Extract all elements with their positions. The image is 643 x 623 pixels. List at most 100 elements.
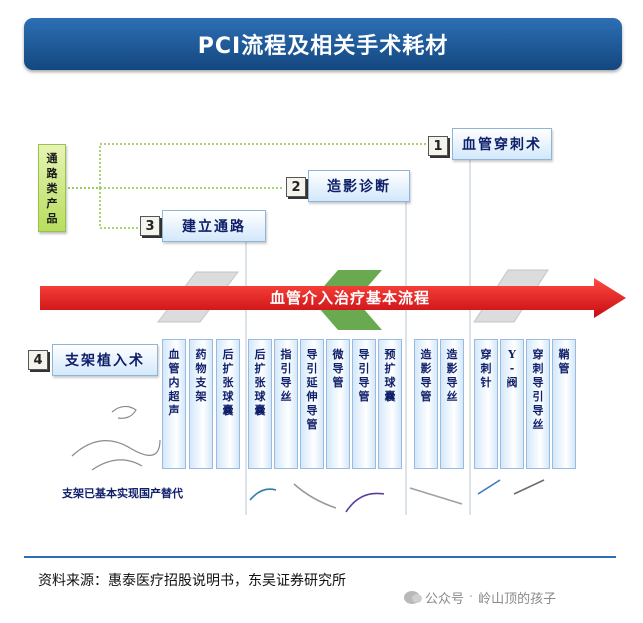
col-char: 导 [358, 348, 370, 361]
col-char: 针 [480, 376, 492, 389]
col-char: 微 [332, 348, 344, 361]
col-char: 丝 [280, 390, 292, 403]
catheter-illustration-2 [345, 492, 385, 513]
connector-step3 [99, 188, 138, 229]
product-column-9: 预 扩 球 囊 [378, 339, 402, 469]
col-char: 导 [446, 376, 458, 389]
guidewire-illustration [409, 487, 463, 505]
col-char: 管 [306, 418, 318, 431]
col-char: 后 [254, 348, 266, 361]
col-char: 导 [306, 348, 318, 361]
col-char: 刺 [480, 362, 492, 375]
col-char: 扩 [222, 362, 234, 375]
col-char: 管 [332, 376, 344, 389]
col-char: 影 [446, 362, 458, 375]
col-char: 扩 [254, 362, 266, 375]
product-column-12: 穿 刺 针 [474, 339, 498, 469]
col-char: - [509, 362, 515, 375]
step-label-2: 造影诊断 [308, 170, 410, 202]
col-char: 导 [306, 404, 318, 417]
col-char: 声 [168, 404, 180, 417]
col-char: 导 [532, 376, 544, 389]
col-char: 管 [168, 362, 180, 375]
category-char: 类 [46, 181, 58, 195]
col-char: 导 [358, 376, 370, 389]
product-column-3: 后 扩 张 球 囊 [216, 339, 240, 469]
col-char: 球 [222, 390, 234, 403]
col-char: 延 [306, 376, 318, 389]
step-label-1: 血管穿刺术 [452, 128, 552, 160]
col-char: 刺 [532, 362, 544, 375]
stent-note: 支架已基本实现国产替代 [62, 487, 183, 500]
balloon-illustration [249, 488, 277, 501]
process-arrow-label: 血管介入治疗基本流程 [270, 289, 431, 307]
watermark-author: 岭山顶的孩子 [478, 592, 557, 607]
col-char: 内 [168, 376, 180, 389]
col-char: 丝 [446, 390, 458, 403]
col-char: 影 [420, 362, 432, 375]
product-column-14: 穿 刺 导 引 导 丝 [526, 339, 550, 469]
col-char: 引 [532, 390, 544, 403]
col-char: 扩 [384, 362, 396, 375]
col-char: 引 [358, 362, 370, 375]
product-column-11: 造 影 导 丝 [440, 339, 464, 469]
col-char: 管 [358, 390, 370, 403]
step-number-2: 2 [286, 177, 306, 197]
col-char: 指 [280, 348, 292, 361]
col-char: 球 [384, 376, 396, 389]
product-column-8: 导 引 导 管 [352, 339, 376, 469]
step-label-3: 建立通路 [162, 210, 266, 242]
col-char: 管 [420, 390, 432, 403]
category-box: 通 路 类 产 品 [38, 144, 66, 232]
page-title: PCI流程及相关手术耗材 [24, 18, 622, 70]
col-char: 导 [280, 376, 292, 389]
category-char: 路 [46, 166, 58, 180]
watermark-separator: · [469, 590, 474, 605]
stent-illustration-1 [71, 439, 161, 457]
col-char: Y [508, 348, 516, 361]
process-arrow [40, 278, 626, 318]
step-number-4: 4 [28, 350, 48, 370]
col-char: 造 [446, 348, 458, 361]
watermark: 公众号 · 岭山顶的孩子 [404, 588, 556, 607]
step-number-3: 3 [140, 216, 160, 236]
product-column-13: Y - 阀 [500, 339, 524, 469]
col-char: 丝 [532, 418, 544, 431]
col-char: 预 [384, 348, 396, 361]
product-column-2: 药 物 支 架 [189, 339, 213, 469]
col-char: 张 [222, 376, 234, 389]
col-char: 囊 [384, 390, 396, 403]
footer-divider [24, 556, 616, 558]
stent-illustration-2 [91, 459, 143, 471]
step-number-1: 1 [428, 136, 448, 156]
col-char: 造 [420, 348, 432, 361]
watermark-name: 公众号 [425, 592, 465, 607]
category-char: 产 [46, 196, 58, 210]
col-char: 导 [532, 404, 544, 417]
col-char: 引 [306, 362, 318, 375]
product-column-6: 导 引 延 伸 导 管 [300, 339, 324, 469]
col-char: 球 [254, 390, 266, 403]
col-char: 血 [168, 348, 180, 361]
col-char: 引 [280, 362, 292, 375]
col-char: 管 [558, 362, 570, 375]
col-char: 伸 [306, 390, 318, 403]
needle-illustration [477, 479, 501, 495]
col-char: 物 [195, 362, 207, 375]
catheter-illustration-1 [293, 483, 337, 509]
stent-illustration-3 [111, 405, 137, 419]
step-label-4: 支架植入术 [52, 344, 158, 376]
product-column-10: 造 影 导 管 [414, 339, 438, 469]
col-char: 穿 [480, 348, 492, 361]
product-column-5: 指 引 导 丝 [274, 339, 298, 469]
category-char: 品 [46, 211, 58, 225]
col-char: 穿 [532, 348, 544, 361]
product-column-4: 后 扩 张 球 囊 [248, 339, 272, 469]
col-char: 导 [332, 362, 344, 375]
col-char: 囊 [222, 404, 234, 417]
col-char: 囊 [254, 404, 266, 417]
col-char: 导 [420, 376, 432, 389]
col-char: 药 [195, 348, 207, 361]
col-char: 支 [195, 376, 207, 389]
